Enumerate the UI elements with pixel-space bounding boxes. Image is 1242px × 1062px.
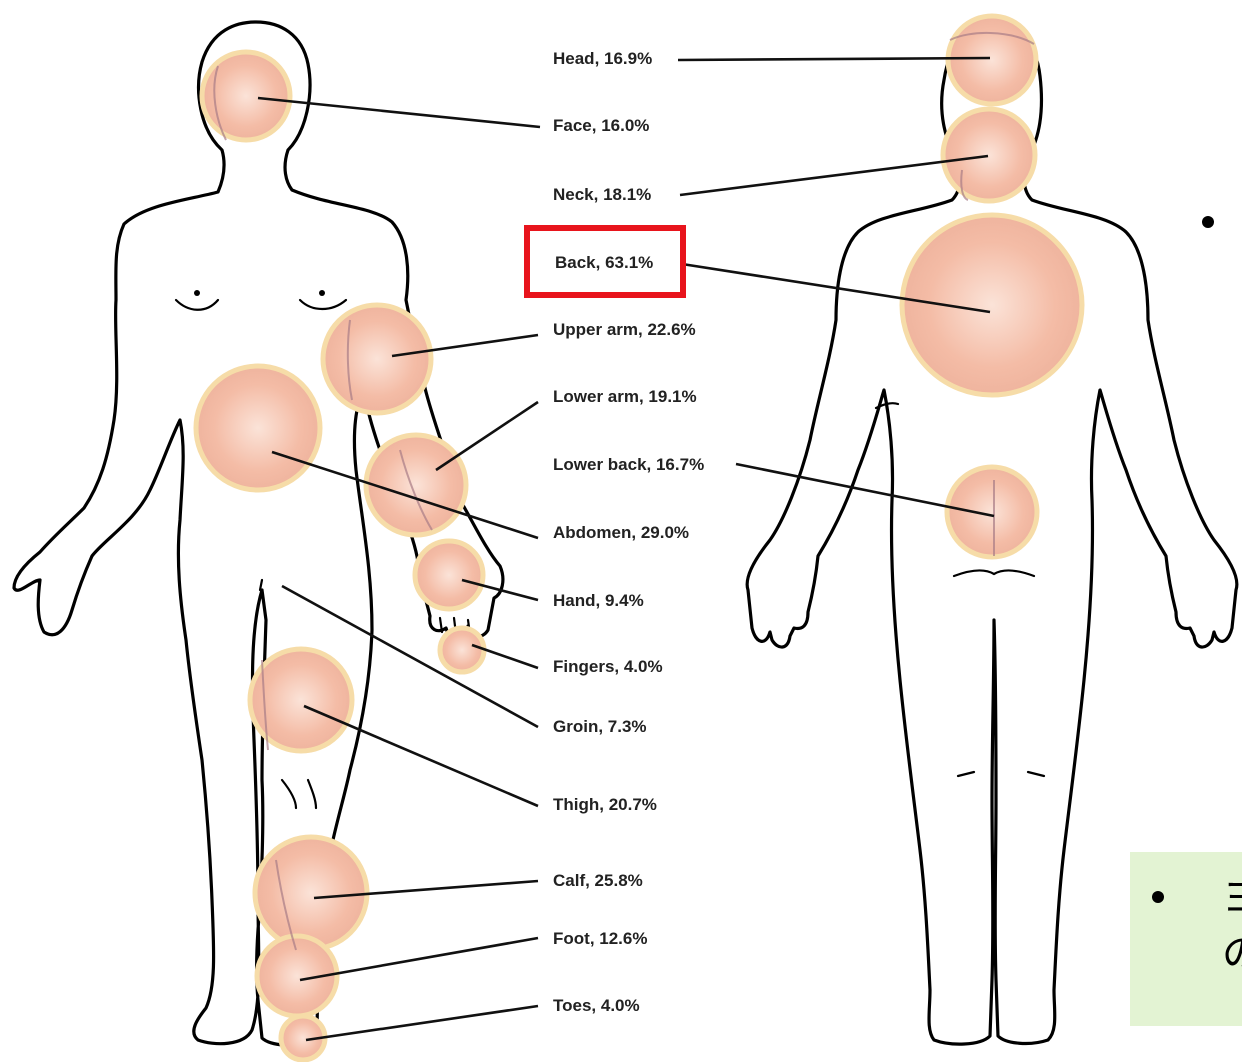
label-groin: Groin, 7.3% bbox=[553, 717, 647, 736]
label-toes: Toes, 4.0% bbox=[553, 996, 640, 1015]
bubble-thigh bbox=[250, 649, 352, 751]
bullet-dot-callout bbox=[1152, 891, 1164, 903]
bubble-fingers bbox=[440, 628, 484, 672]
bubble-abdomen bbox=[196, 366, 320, 490]
label-back: Back, 63.1% bbox=[555, 253, 653, 272]
label-face: Face, 16.0% bbox=[553, 116, 649, 135]
bubble-head bbox=[948, 16, 1036, 104]
label-abdomen: Abdomen, 29.0% bbox=[553, 523, 689, 542]
bubble-hand bbox=[415, 541, 483, 609]
label-calf: Calf, 25.8% bbox=[553, 871, 643, 890]
label-thigh: Thigh, 20.7% bbox=[553, 795, 657, 814]
label-neck: Neck, 18.1% bbox=[553, 185, 651, 204]
label-head: Head, 16.9% bbox=[553, 49, 652, 68]
label-hand: Hand, 9.4% bbox=[553, 591, 644, 610]
leader-lines bbox=[258, 58, 994, 1040]
bullet-dot-upper bbox=[1202, 216, 1214, 228]
label-lower-back: Lower back, 16.7% bbox=[553, 455, 704, 474]
label-lower-arm: Lower arm, 19.1% bbox=[553, 387, 697, 406]
bubble-back bbox=[902, 215, 1082, 395]
bubble-calf bbox=[255, 837, 367, 949]
label-foot: Foot, 12.6% bbox=[553, 929, 647, 948]
label-upper-arm: Upper arm, 22.6% bbox=[553, 320, 696, 339]
bubble-lower-arm bbox=[366, 435, 466, 535]
bubble-upper-arm bbox=[323, 305, 431, 413]
callout-text: ヨ の bbox=[1222, 870, 1242, 982]
label-fingers: Fingers, 4.0% bbox=[553, 657, 663, 676]
bubble-neck bbox=[943, 109, 1035, 201]
bubble-lower-back bbox=[947, 467, 1037, 557]
